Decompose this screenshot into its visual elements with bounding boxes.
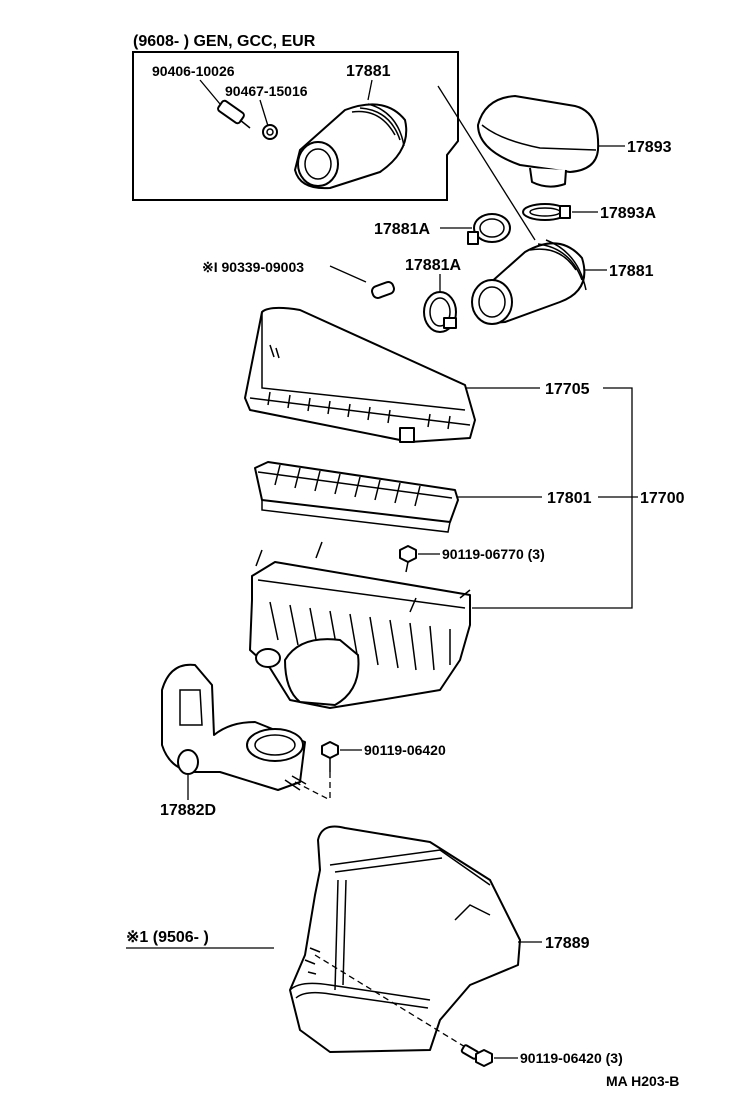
clamp-17881a-upper-shape xyxy=(467,213,511,245)
label-17882d: 17882D xyxy=(160,802,216,819)
clamp-17881a-lower-shape xyxy=(423,291,457,333)
label-17881: 17881 xyxy=(609,263,654,280)
bolt-90406-10026-shape xyxy=(217,99,251,129)
figure-code: MA H203-B xyxy=(606,1073,679,1089)
label-17705: 17705 xyxy=(545,381,590,398)
label-17881a-lower: 17881A xyxy=(405,257,461,274)
label-90339-09003: ※I 90339-09003 xyxy=(202,259,304,275)
label-17881-inset: 17881 xyxy=(346,63,391,80)
clip-90467-15016-shape xyxy=(262,124,278,140)
label-17893a: 17893A xyxy=(600,205,656,222)
bolt-90119-06770-shape xyxy=(399,545,417,573)
clamp-17893a-shape xyxy=(522,203,571,221)
label-90406-10026: 90406-10026 xyxy=(152,63,235,79)
hose-17881-inset-shape xyxy=(294,103,408,190)
resonator-17889-shape xyxy=(289,825,521,1053)
label-90119-06420-3: 90119-06420 (3) xyxy=(520,1050,623,1066)
cover-17705-shape xyxy=(244,306,476,443)
resonator-17893-shape xyxy=(477,95,600,188)
bolt-90119-06420-shape xyxy=(321,741,339,772)
pin-90339-09003-shape xyxy=(371,281,395,299)
label-17889: 17889 xyxy=(545,935,590,952)
label-17700: 17700 xyxy=(640,490,685,507)
label-note-9506: ※1 (9506- ) xyxy=(126,929,209,946)
intake-17882d-shape xyxy=(161,663,307,791)
inset-title: (9608- ) GEN, GCC, EUR xyxy=(133,33,316,50)
bolt-90119-06420-3-shape xyxy=(460,1044,493,1067)
filter-17801-shape xyxy=(254,461,459,533)
label-17801: 17801 xyxy=(547,490,592,507)
inset-box: (9608- ) GEN, GCC, EUR 90406-10026 90467… xyxy=(132,33,459,201)
label-90119-06420: 90119-06420 xyxy=(364,742,446,758)
label-17893: 17893 xyxy=(627,139,672,156)
lower-case-shape xyxy=(249,541,471,709)
label-90467-15016: 90467-15016 xyxy=(225,83,308,99)
hose-17881-shape xyxy=(471,239,587,325)
label-90119-06770: 90119-06770 (3) xyxy=(442,546,545,562)
label-17881a-upper: 17881A xyxy=(374,221,430,238)
